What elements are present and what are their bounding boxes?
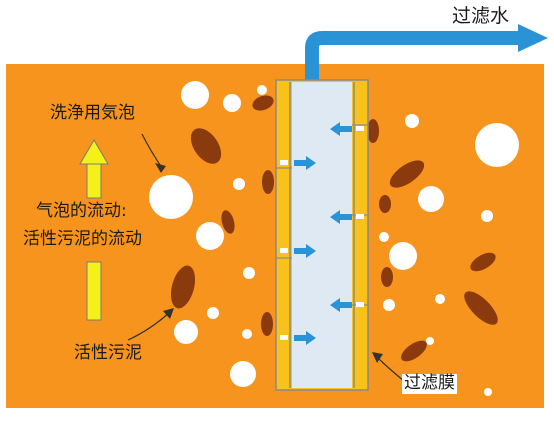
aeration-tank	[6, 64, 544, 408]
bubble	[418, 186, 444, 212]
permeate-arrow-left-icon	[330, 122, 364, 136]
flow-label-line2: 活性污泥的流动	[23, 229, 142, 249]
bubble	[405, 114, 419, 128]
permeate-arrow-left-icon	[330, 298, 364, 312]
sludge-particle	[367, 119, 379, 143]
sludge-particle	[381, 267, 393, 287]
bubble	[230, 361, 256, 387]
membrane-leader-arrowhead	[372, 352, 383, 363]
permeate-arrow-right-icon	[280, 331, 316, 345]
sludge-particle	[389, 160, 425, 188]
filtered-water-arrowhead	[518, 24, 548, 52]
sludge-particle	[261, 312, 273, 336]
sludge-particle	[470, 252, 496, 272]
filter-membrane-label: 过滤膜	[402, 373, 457, 394]
sludge-particle	[170, 265, 196, 309]
sludge-particle	[401, 340, 427, 362]
bubble	[207, 307, 219, 319]
bubble	[379, 232, 389, 242]
filtered-water-label: 过滤水	[452, 5, 510, 27]
bubble	[435, 294, 445, 304]
sludge-flocs-right	[367, 119, 498, 362]
bubble	[383, 299, 395, 311]
permeate-arrows	[280, 122, 364, 345]
bubble	[484, 388, 492, 396]
permeate-arrow-left-icon	[330, 210, 364, 224]
sludge-leader-arrowhead	[163, 308, 174, 319]
bubble	[257, 85, 267, 95]
sludge-particle	[262, 170, 274, 194]
flow-label-line1: 气泡的流动:	[36, 201, 127, 221]
bubble	[242, 329, 252, 339]
bubble	[174, 320, 198, 344]
bubble	[149, 175, 193, 219]
upward-flow-arrow-icon	[79, 139, 109, 321]
sludge-particle	[190, 128, 222, 164]
bubble	[181, 81, 209, 109]
bubble	[426, 337, 434, 345]
bubble	[481, 210, 493, 222]
bubble	[196, 222, 224, 250]
bubble-leader-arrowhead	[155, 163, 166, 173]
leader-lines	[127, 133, 405, 382]
sludge-particle	[221, 210, 235, 234]
sludge-particle	[464, 291, 498, 325]
permeate-arrow-right-icon	[280, 156, 316, 170]
bubble	[223, 94, 241, 112]
flow-arrow-upper-shaft	[86, 163, 102, 199]
permeate-arrow-right-icon	[280, 244, 316, 258]
activated-sludge-label: 活性污泥	[74, 343, 142, 363]
bubble	[233, 178, 245, 190]
bubble	[243, 267, 255, 279]
membrane-module	[275, 79, 369, 391]
air-bubbles-right	[379, 114, 519, 396]
filtered-water-pipe	[305, 31, 520, 82]
bubble	[389, 242, 417, 270]
sludge-particle	[379, 195, 391, 213]
bubble	[475, 123, 519, 167]
flow-arrow-lower-shaft	[86, 261, 102, 321]
cleaning-bubbles-label: 洗浄用気泡	[50, 103, 135, 123]
sludge-flocs	[170, 95, 274, 336]
sludge-particle	[252, 95, 274, 111]
air-bubbles	[149, 81, 267, 387]
